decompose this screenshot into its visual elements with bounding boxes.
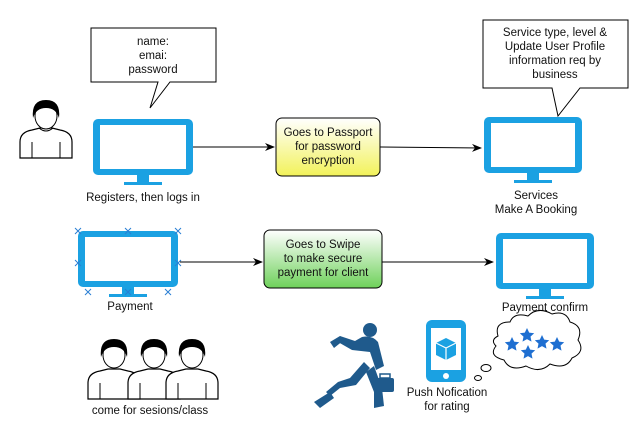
callout-line: information req by [509,55,601,67]
register-monitor-icon [93,119,193,185]
process-line: for password [295,141,361,153]
process-line: Goes to Passport [284,127,374,139]
payment-confirm-label: Payment confirm [502,302,588,314]
user-icon [19,100,73,159]
payment-label: Payment [107,301,153,313]
callout-line: name: [137,36,169,48]
running-businessman-icon [314,323,394,408]
services-monitor-icon [484,117,582,183]
swipe-process-box: Goes to Swipe to make secure payment for… [263,229,383,289]
callout-line: emai: [139,50,167,62]
callout-line: business [532,69,578,81]
rating-cloud-icon [474,310,582,381]
register-label: Registers, then logs in [86,192,200,204]
callout-line: Update User Profile [505,41,605,53]
rating-stars-icon [504,328,565,359]
users-group-icon [87,339,219,400]
passport-process-box: Goes to Passport for password encryption [275,117,381,177]
callout-line: password [128,64,177,76]
arrow-passport-to-services [379,143,482,152]
process-line: to make secure [284,253,363,265]
process-line: encryption [301,155,354,167]
process-line: payment for client [278,267,370,279]
services-label: Make A Booking [495,204,577,216]
selection-handles [74,227,182,296]
callout-line: Service type, level & [503,27,608,39]
process-line: Goes to Swipe [286,239,361,251]
push-label: for rating [424,401,469,413]
services-label: Services [514,190,558,202]
push-label: Push Nofication [407,387,488,399]
credentials-callout: name: emai: password [90,27,217,109]
payment-confirm-monitor-icon [496,233,594,299]
group-label: come for sesions/class [92,405,209,417]
payment-monitor-icon [78,231,178,297]
phone-icon [426,320,466,382]
service-info-callout: Service type, level & Update User Profil… [482,19,629,118]
